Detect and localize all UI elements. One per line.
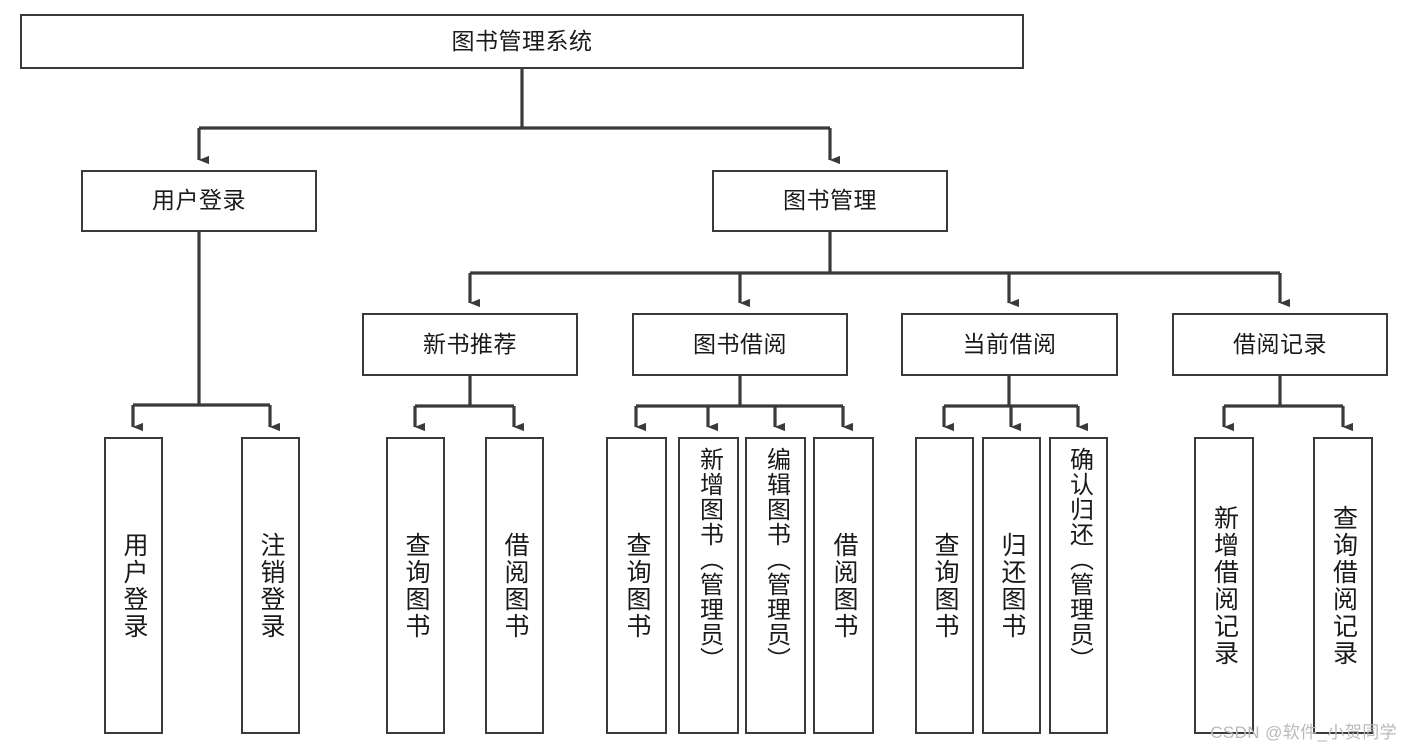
leaf-query-book-current[interactable]: 查询图书	[915, 437, 974, 734]
leaf-user-login-label: 用户登录	[120, 531, 148, 640]
leaf-user-login[interactable]: 用户登录	[104, 437, 163, 734]
leaf-logout[interactable]: 注销登录	[241, 437, 300, 734]
leaf-query-book-borrow[interactable]: 查询图书	[606, 437, 667, 734]
leaf-logout-label: 注销登录	[257, 531, 285, 640]
leaf-borrow-book-newbook-label: 借阅图书	[501, 531, 529, 640]
leaf-add-book-admin-label: 新增图书（管理员）	[695, 447, 723, 672]
leaf-confirm-return-admin-label: 确认归还（管理员）	[1065, 447, 1093, 672]
leaf-edit-book-admin[interactable]: 编辑图书（管理员）	[745, 437, 806, 734]
node-borrow-record[interactable]: 借阅记录	[1172, 313, 1388, 376]
node-book-borrow-label: 图书借阅	[693, 330, 787, 357]
leaf-borrow-book-borrow-label: 借阅图书	[830, 531, 858, 640]
node-root-label: 图书管理系统	[451, 27, 593, 54]
node-root[interactable]: 图书管理系统	[20, 14, 1024, 69]
leaf-query-borrow-record-label: 查询借阅记录	[1329, 504, 1358, 667]
node-new-book-recommend[interactable]: 新书推荐	[362, 313, 578, 376]
leaf-query-book-newbook-label: 查询图书	[402, 531, 430, 640]
watermark-text: CSDN @软件_小贺同学	[1210, 723, 1397, 742]
node-borrow-record-label: 借阅记录	[1233, 330, 1327, 357]
leaf-borrow-book-newbook[interactable]: 借阅图书	[485, 437, 544, 734]
node-current-borrow[interactable]: 当前借阅	[901, 313, 1118, 376]
leaf-return-book[interactable]: 归还图书	[982, 437, 1041, 734]
leaf-query-book-borrow-label: 查询图书	[623, 531, 651, 640]
leaf-add-borrow-record[interactable]: 新增借阅记录	[1194, 437, 1254, 734]
node-book-management[interactable]: 图书管理	[712, 170, 948, 232]
leaf-query-book-current-label: 查询图书	[931, 531, 959, 640]
node-new-book-recommend-label: 新书推荐	[423, 330, 517, 357]
leaf-add-book-admin[interactable]: 新增图书（管理员）	[678, 437, 739, 734]
node-current-borrow-label: 当前借阅	[962, 330, 1057, 357]
node-user-login[interactable]: 用户登录	[81, 170, 317, 232]
leaf-query-book-newbook[interactable]: 查询图书	[386, 437, 445, 734]
leaf-query-borrow-record[interactable]: 查询借阅记录	[1313, 437, 1373, 734]
leaf-confirm-return-admin[interactable]: 确认归还（管理员）	[1049, 437, 1108, 734]
node-book-management-label: 图书管理	[783, 187, 877, 214]
leaf-return-book-label: 归还图书	[998, 531, 1026, 640]
node-book-borrow[interactable]: 图书借阅	[632, 313, 848, 376]
node-user-login-label: 用户登录	[152, 187, 246, 214]
leaf-edit-book-admin-label: 编辑图书（管理员）	[762, 447, 790, 672]
leaf-borrow-book-borrow[interactable]: 借阅图书	[813, 437, 874, 734]
leaf-add-borrow-record-label: 新增借阅记录	[1210, 504, 1239, 667]
